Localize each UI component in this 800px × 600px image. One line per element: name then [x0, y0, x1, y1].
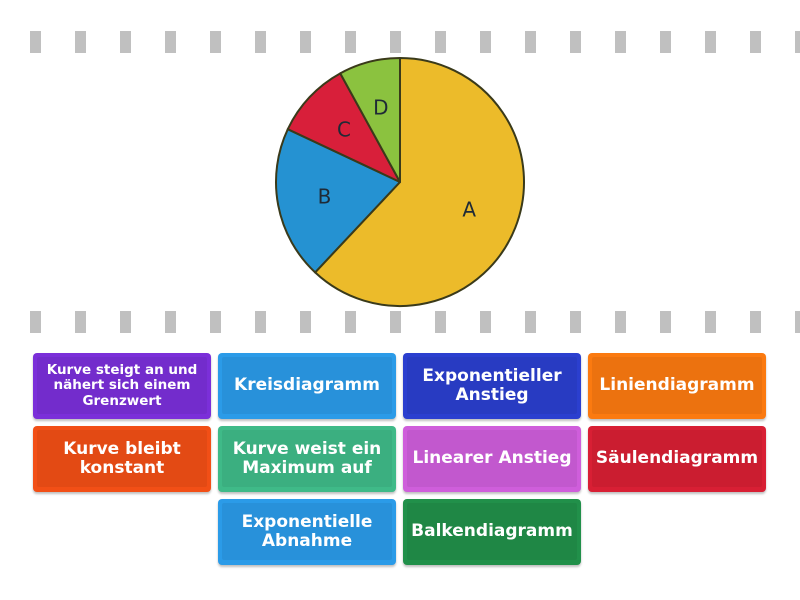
answer-tile[interactable]: Exponentieller Anstieg — [403, 353, 581, 419]
answer-tile-label: Exponentieller Anstieg — [422, 365, 562, 405]
placeholder-dash — [525, 31, 536, 53]
answer-tile[interactable]: Balkendiagramm — [403, 499, 581, 565]
placeholder-dash — [390, 311, 401, 333]
answer-tile-label: Balkendiagramm — [411, 521, 573, 542]
placeholder-dash — [165, 311, 176, 333]
pie-slice-a — [314, 57, 525, 307]
placeholder-dash — [30, 31, 41, 53]
placeholder-dash — [525, 311, 536, 333]
drop-zone-placeholder-row-bottom[interactable] — [0, 311, 800, 333]
placeholder-dash — [255, 31, 266, 53]
placeholder-dash — [480, 311, 491, 333]
placeholder-dash — [75, 311, 86, 333]
placeholder-dash — [660, 31, 671, 53]
answer-tile[interactable]: Säulendiagramm — [588, 426, 766, 492]
answer-tile[interactable]: Linearer Anstieg — [403, 426, 581, 492]
placeholder-dash — [435, 31, 446, 53]
answer-tile[interactable]: Kurve steigt an und nähert sich einem Gr… — [33, 353, 211, 419]
placeholder-dash — [660, 311, 671, 333]
placeholder-dash — [795, 31, 800, 53]
pie-chart: A B CD — [275, 57, 525, 307]
pie-label-a: A — [462, 197, 476, 221]
placeholder-dash — [570, 31, 581, 53]
pie-slice-b — [275, 128, 401, 274]
placeholder-dash — [345, 31, 356, 53]
answer-tile-label: Kurve bleibt konstant — [63, 438, 181, 478]
placeholder-dash — [120, 311, 131, 333]
placeholder-dash — [345, 311, 356, 333]
answer-tile-label: Linearer Anstieg — [412, 448, 572, 469]
drop-zone-placeholder-row-top[interactable] — [0, 31, 800, 53]
answer-tile[interactable]: Kurve weist ein Maximum auf — [218, 426, 396, 492]
placeholder-dash — [795, 311, 800, 333]
answer-tile-label: Exponentielle Abnahme — [241, 511, 373, 551]
placeholder-dash — [120, 31, 131, 53]
placeholder-dash — [255, 311, 266, 333]
placeholder-dash — [615, 31, 626, 53]
placeholder-dash — [300, 31, 311, 53]
pie-label-c: C — [337, 117, 351, 141]
placeholder-dash — [750, 31, 761, 53]
answer-tile-label: Kreisdiagramm — [234, 375, 380, 396]
placeholder-dash — [390, 31, 401, 53]
placeholder-dash — [30, 311, 41, 333]
placeholder-dash — [75, 31, 86, 53]
placeholder-dash — [210, 311, 221, 333]
placeholder-dash — [165, 31, 176, 53]
pie-label-d: D — [373, 96, 388, 120]
answer-tile[interactable]: Exponentielle Abnahme — [218, 499, 396, 565]
placeholder-dash — [570, 311, 581, 333]
pie-label-b: B — [318, 184, 332, 208]
answer-tile-label: Säulendiagramm — [595, 448, 759, 469]
answer-tile[interactable]: Kreisdiagramm — [218, 353, 396, 419]
placeholder-dash — [480, 31, 491, 53]
placeholder-dash — [615, 311, 626, 333]
answer-tile[interactable]: Kurve bleibt konstant — [33, 426, 211, 492]
placeholder-dash — [705, 31, 716, 53]
answer-tile[interactable]: Liniendiagramm — [588, 353, 766, 419]
placeholder-dash — [705, 311, 716, 333]
placeholder-dash — [210, 31, 221, 53]
placeholder-dash — [750, 311, 761, 333]
placeholder-dash — [300, 311, 311, 333]
placeholder-dash — [435, 311, 446, 333]
answer-tile-label: Kurve weist ein Maximum auf — [232, 438, 382, 478]
pie-slice-c — [286, 72, 401, 183]
answer-tile-label: Liniendiagramm — [599, 375, 755, 396]
pie-slice-d — [339, 57, 401, 183]
answer-tile-label: Kurve steigt an und nähert sich einem Gr… — [46, 361, 198, 409]
